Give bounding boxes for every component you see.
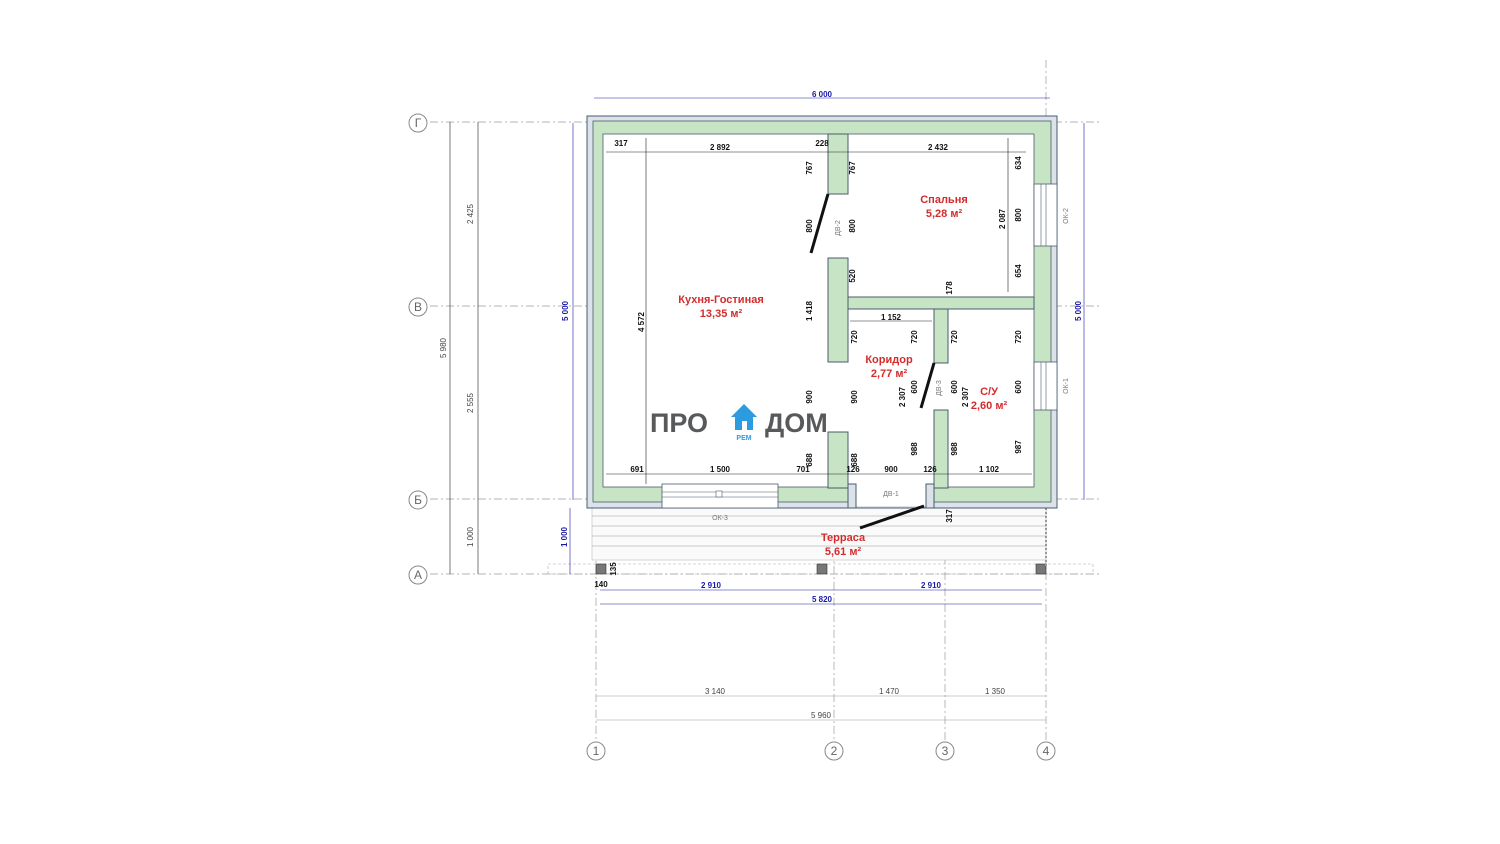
- axis-label-v: В: [414, 300, 422, 314]
- room-bedroom-area: 5,28 м²: [926, 208, 963, 220]
- dim-bottom-3: 701: [796, 465, 810, 474]
- dim-r-5: 600: [1014, 380, 1023, 394]
- dim-bedroom-height: 2 087: [998, 208, 1007, 229]
- dim-overall-top: 6 000: [812, 90, 833, 99]
- logo-sub: РЕМ: [736, 435, 751, 442]
- axis-label-a: А: [414, 568, 422, 582]
- dim-terrace-1: 2 910: [701, 581, 722, 590]
- dim-w2l-3: 1 418: [805, 300, 814, 321]
- logo-text-left: ПРО: [650, 408, 708, 438]
- dim-w2r-3: 520: [848, 269, 857, 283]
- dimension-lines: [449, 97, 1085, 721]
- element-marks: ДВ-2 ДВ-3 ДВ-1 ОК-1 ОК-2 ОК-3: [712, 208, 1070, 522]
- room-bathroom-name: С/У: [980, 386, 998, 398]
- dim-w3b-4: 2 307: [961, 386, 970, 407]
- axis-label-b: Б: [414, 493, 422, 507]
- dim-w3-4: 2 307: [898, 386, 907, 407]
- dim-w2l-2: 800: [805, 219, 814, 233]
- axis-label-2: 2: [831, 744, 838, 758]
- logo-text-right: ДОМ: [765, 408, 828, 438]
- exterior-walls: [586, 115, 1058, 509]
- room-bathroom-area: 2,60 м²: [971, 400, 1008, 412]
- dim-bottom-7: 1 102: [979, 465, 1000, 474]
- doors: [809, 193, 936, 530]
- dim-bot-3: 1 350: [985, 687, 1006, 696]
- dim-top-4: 2 432: [928, 143, 949, 152]
- dim-bottom-5: 900: [884, 465, 898, 474]
- room-labels: Кухня-Гостиная 13,35 м² Спальня 5,28 м² …: [678, 194, 1007, 558]
- mark-dv1: ДВ-1: [883, 491, 899, 498]
- dim-terrace-total: 5 820: [812, 595, 833, 604]
- room-kitchen-name: Кухня-Гостиная: [678, 294, 764, 306]
- house-icon: [731, 404, 757, 430]
- dim-w3b-1: 720: [950, 330, 959, 344]
- dim-bot-total: 5 960: [811, 711, 832, 720]
- dim-w2r-5: 900: [850, 390, 859, 404]
- dim-r-1: 634: [1014, 156, 1023, 170]
- dim-terrace-2: 2 910: [921, 581, 942, 590]
- dim-overall-left: 5 000: [561, 300, 570, 321]
- dim-w3-2: 600: [910, 380, 919, 394]
- dim-top-2: 2 892: [710, 143, 731, 152]
- dim-left-1: 2 425: [466, 203, 475, 224]
- room-corridor-name: Коридор: [865, 354, 913, 366]
- dim-w3-1: 720: [910, 330, 919, 344]
- dim-w2r-2: 800: [848, 219, 857, 233]
- axis-row-markers: Г В Б А: [408, 113, 428, 585]
- dim-178: 178: [945, 281, 954, 295]
- dimension-labels: 6 000 5 000 5 000 2 425 2 555 1 000 5 98…: [439, 90, 1083, 720]
- axis-col-markers: 1 2 3 4: [586, 741, 1056, 761]
- dim-w2r-6: 688: [850, 453, 859, 467]
- axis-label-g: Г: [415, 116, 422, 130]
- dim-bot-2: 1 470: [879, 687, 900, 696]
- room-corridor-area: 2,77 м²: [871, 368, 908, 380]
- dim-corridor-width: 1 152: [881, 313, 902, 322]
- mark-ok3: ОК-3: [712, 515, 728, 522]
- dim-left-2: 2 555: [466, 392, 475, 413]
- dim-w3b-3: 988: [950, 442, 959, 456]
- dim-left-terrace: 1 000: [560, 526, 569, 547]
- room-bedroom-name: Спальня: [920, 194, 968, 206]
- dim-r-2: 800: [1014, 208, 1023, 222]
- dim-w2l-5: 688: [805, 453, 814, 467]
- axis-label-3: 3: [942, 744, 949, 758]
- mark-ok1: ОК-1: [1063, 378, 1070, 394]
- dim-bottom-4: 126: [846, 465, 860, 474]
- axis-label-1: 1: [593, 744, 600, 758]
- interior-walls: [827, 133, 1035, 509]
- dim-140: 140: [594, 580, 608, 589]
- dim-terrace-317: 317: [945, 509, 954, 523]
- dim-bottom-1: 691: [630, 465, 644, 474]
- dim-overall-right: 5 000: [1074, 300, 1083, 321]
- dim-bot-1: 3 140: [705, 687, 726, 696]
- room-terrace-name: Терраса: [821, 532, 866, 544]
- dim-r-6: 987: [1014, 440, 1023, 454]
- dim-bottom-6: 126: [923, 465, 937, 474]
- room-terrace-area: 5,61 м²: [825, 546, 862, 558]
- dim-left-total: 5 980: [439, 337, 448, 358]
- dim-r-3: 654: [1014, 264, 1023, 278]
- dim-w2r-1: 767: [848, 161, 857, 175]
- terrace-deck: [547, 504, 1094, 575]
- dim-r-4: 720: [1014, 330, 1023, 344]
- logo: ПРО РЕМ ДОМ: [650, 404, 828, 442]
- dim-w2r-4: 720: [850, 330, 859, 344]
- dim-kitchen-height: 4 572: [637, 311, 646, 332]
- mark-dv3: ДВ-3: [936, 380, 943, 396]
- dim-w3-3: 988: [910, 442, 919, 456]
- axis-label-4: 4: [1043, 744, 1050, 758]
- mark-ok2: ОК-2: [1063, 208, 1070, 224]
- dim-w2l-4: 900: [805, 390, 814, 404]
- mark-dv2: ДВ-2: [835, 220, 842, 236]
- dim-w2l-1: 767: [805, 161, 814, 175]
- dim-top-1: 317: [614, 139, 628, 148]
- dim-w3b-2: 600: [950, 380, 959, 394]
- dim-bottom-2: 1 500: [710, 465, 731, 474]
- dim-left-3: 1 000: [466, 526, 475, 547]
- dim-top-3: 228: [815, 139, 829, 148]
- dim-135: 135: [609, 562, 618, 576]
- room-kitchen-area: 13,35 м²: [700, 308, 743, 320]
- windows: [661, 183, 1058, 509]
